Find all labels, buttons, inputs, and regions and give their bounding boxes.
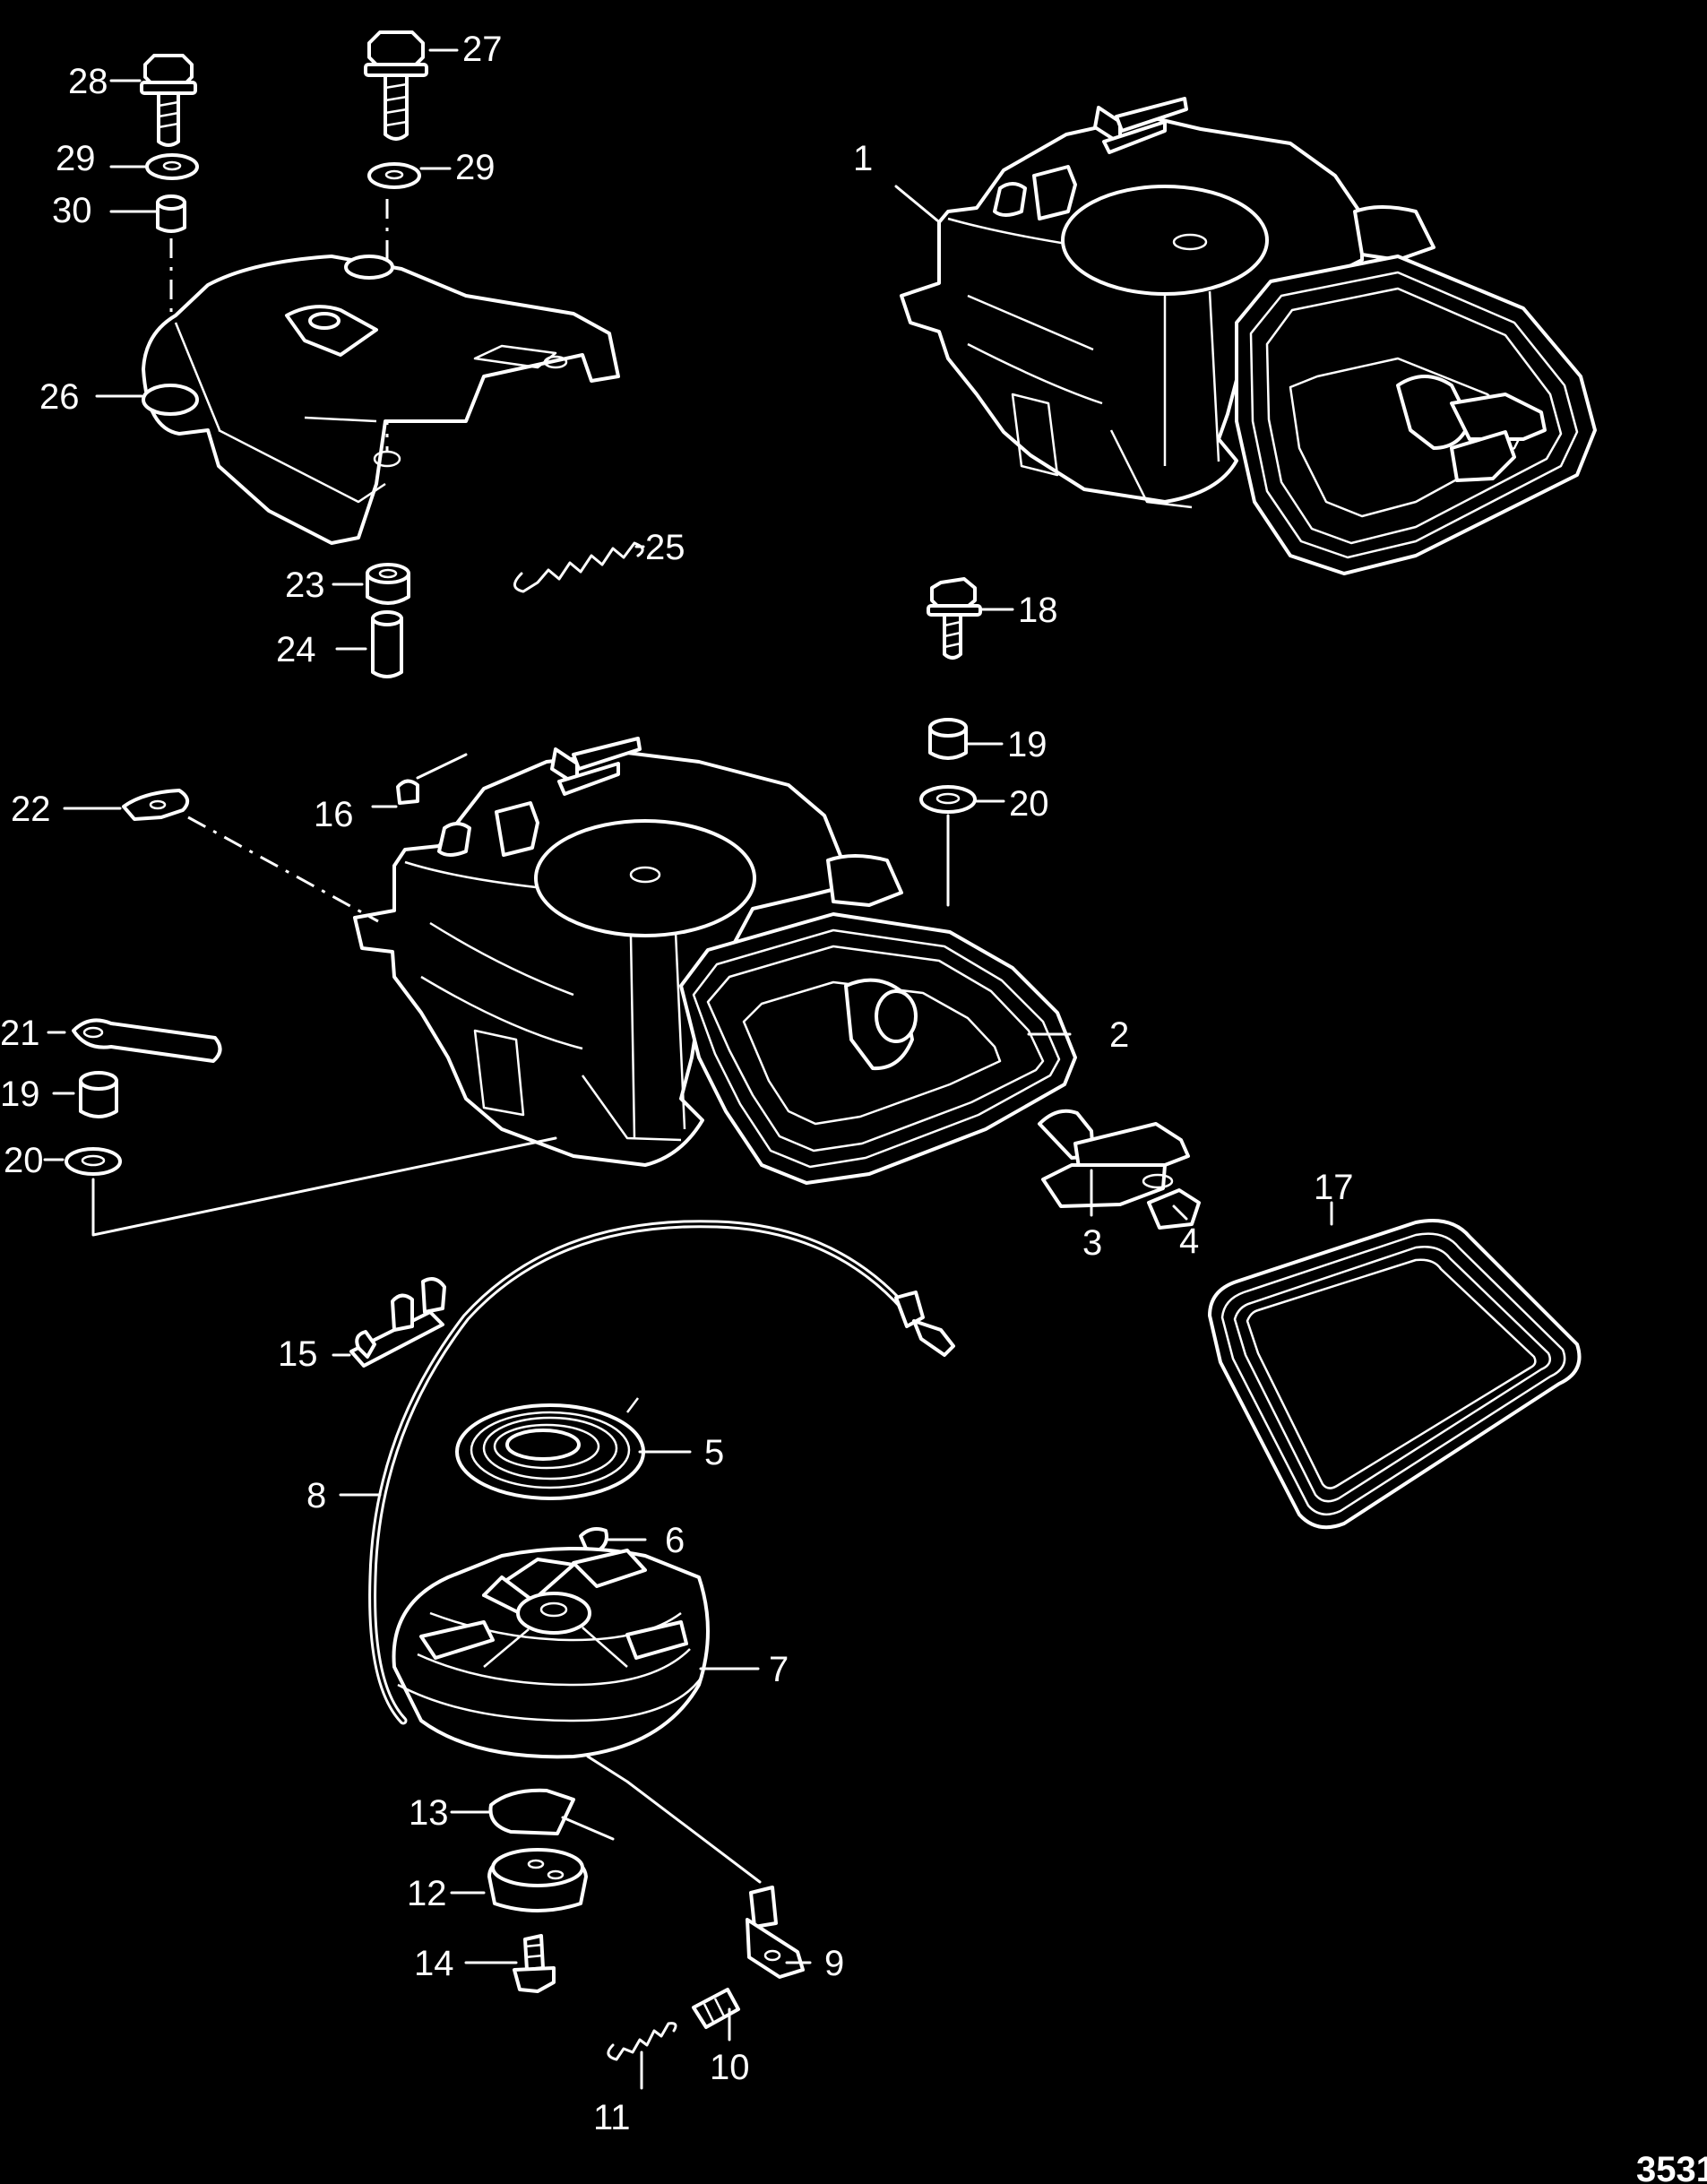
leader-lines <box>43 48 1333 2090</box>
part-15-bracket <box>349 1277 446 1368</box>
part-2-starter-housing <box>353 737 1077 1185</box>
part-1-starter-assembly <box>900 97 1597 575</box>
part-17-gasket <box>1208 1219 1582 1530</box>
part-20-washer-left <box>65 1147 122 1176</box>
part-3-starter-handle <box>1038 1109 1190 1208</box>
callout-15: 15 <box>278 1334 318 1374</box>
part-23-bushing <box>366 563 410 605</box>
callout-7: 7 <box>769 1650 789 1689</box>
callout-22: 22 <box>11 790 51 829</box>
part-16-clip <box>396 753 468 805</box>
part-19-bushing-left <box>79 1071 118 1118</box>
callout-23: 23 <box>285 565 325 605</box>
callout-25: 25 <box>645 528 685 567</box>
callout-5: 5 <box>704 1433 724 1472</box>
part-24-sleeve <box>371 610 403 678</box>
part-5-recoil-spring <box>455 1397 645 1500</box>
part-26-starter-plate <box>142 255 620 545</box>
callout-16: 16 <box>314 795 354 834</box>
part-11-spring <box>607 2022 677 2061</box>
part-30-spacer <box>156 194 186 233</box>
callout-2: 2 <box>1109 1015 1129 1055</box>
callout-27: 27 <box>462 30 503 69</box>
part-28-bolt <box>140 54 197 147</box>
callout-24: 24 <box>276 630 316 669</box>
callout-14: 14 <box>414 1944 454 1983</box>
callout-1: 1 <box>853 139 873 178</box>
callout-21: 21 <box>0 1014 40 1053</box>
part-27-bolt <box>364 30 428 141</box>
callout-labels: 1 2 3 4 5 6 7 8 9 10 11 12 13 14 15 16 1… <box>0 30 1707 2184</box>
callout-30: 30 <box>52 191 92 230</box>
callout-12: 12 <box>407 1874 447 1913</box>
callout-4: 4 <box>1179 1221 1199 1261</box>
callout-20-left: 20 <box>4 1141 44 1180</box>
part-18-bolt <box>927 577 982 660</box>
callout-9: 9 <box>824 1944 844 1983</box>
part-14-screw <box>513 1934 556 1993</box>
part-10-pawl-spring <box>692 1988 740 2029</box>
callout-28: 28 <box>68 62 108 101</box>
part-29-washer-left <box>145 153 199 180</box>
callout-19-right: 19 <box>1007 725 1047 764</box>
part-22-clip <box>122 789 190 821</box>
callout-26: 26 <box>39 377 80 417</box>
part-13-friction-plate <box>488 1788 615 1841</box>
callout-17: 17 <box>1314 1168 1354 1207</box>
callout-29-left: 29 <box>56 139 96 178</box>
callout-6: 6 <box>665 1521 685 1560</box>
part-12-retainer <box>487 1848 588 1912</box>
part-20-washer-right <box>919 785 977 814</box>
callout-20-right: 20 <box>1009 784 1049 824</box>
callout-19-left: 19 <box>0 1075 40 1114</box>
part-29-washer-right <box>367 162 421 189</box>
callout-10: 10 <box>710 2048 750 2087</box>
callout-13: 13 <box>409 1793 449 1833</box>
callout-3: 3 <box>1082 1223 1102 1263</box>
callout-8: 8 <box>306 1476 326 1515</box>
part-19-bushing-right <box>928 718 968 760</box>
part-25-spring <box>513 541 644 593</box>
part-7-pulley <box>392 1547 710 1759</box>
part-8-rope <box>368 1220 955 1725</box>
part-21-link <box>72 1018 222 1063</box>
figure-id: 3531 <box>1636 2150 1707 2184</box>
callout-18: 18 <box>1018 591 1058 630</box>
callout-29-right: 29 <box>455 148 496 187</box>
callout-11: 11 <box>593 2098 631 2137</box>
